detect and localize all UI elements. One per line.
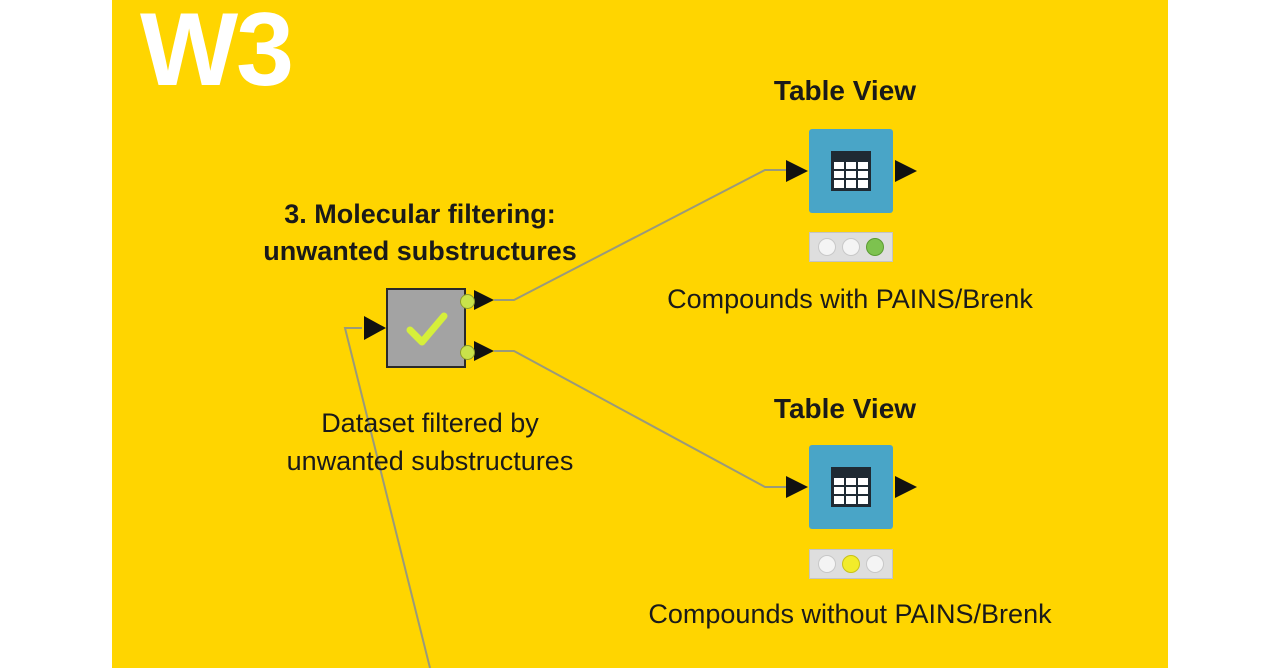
filter-output-port-2[interactable] — [460, 345, 475, 360]
tableview1-title: Table View — [773, 75, 917, 106]
filter-node-title-line2: unwanted substructures — [263, 236, 577, 266]
status-light-red — [818, 555, 836, 573]
wire-filter-to-tableview1 — [494, 169, 786, 301]
status-light-yellow — [842, 555, 860, 573]
wire-incoming-filter — [343, 327, 431, 668]
status-light-green — [866, 238, 884, 256]
status-light-green — [866, 555, 884, 573]
tableview1-status-lights — [809, 232, 893, 262]
tableview2-label: Compounds without PAINS/Brenk — [648, 599, 1052, 629]
filter-output-port-1[interactable] — [460, 294, 475, 309]
checkmark-icon — [406, 312, 448, 346]
tableview1-node[interactable] — [809, 129, 893, 213]
tableview2-node[interactable] — [809, 445, 893, 529]
status-light-yellow — [842, 238, 860, 256]
filter-node[interactable] — [386, 288, 466, 368]
workflow-badge: W3 — [140, 0, 294, 108]
tableview1-input-port-arrow — [786, 160, 808, 182]
filter-output-port-arrow-1 — [474, 290, 494, 310]
tableview1-label: Compounds with PAINS/Brenk — [667, 284, 1033, 314]
tableview1-output-port-arrow — [895, 160, 917, 182]
workflow-panel — [112, 0, 1168, 668]
filter-node-label-line2: unwanted substructures — [286, 446, 574, 476]
status-light-red — [818, 238, 836, 256]
filter-output-port-arrow-2 — [474, 341, 494, 361]
wire-filter-to-tableview2 — [494, 350, 786, 488]
tableview2-status-lights — [809, 549, 893, 579]
filter-input-port-arrow — [364, 316, 386, 340]
table-grid-icon — [831, 151, 871, 191]
filter-node-title-line1: 3. Molecular filtering: — [284, 199, 556, 229]
filter-node-label: Dataset filtered by unwanted substructur… — [220, 404, 640, 480]
tableview2-input-port-arrow — [786, 476, 808, 498]
tableview2-output-port-arrow — [895, 476, 917, 498]
table-grid-icon — [831, 467, 871, 507]
filter-node-title: 3. Molecular filtering: unwanted substru… — [200, 196, 640, 270]
tableview2-title: Table View — [773, 393, 917, 424]
filter-node-label-line1: Dataset filtered by — [321, 408, 539, 438]
